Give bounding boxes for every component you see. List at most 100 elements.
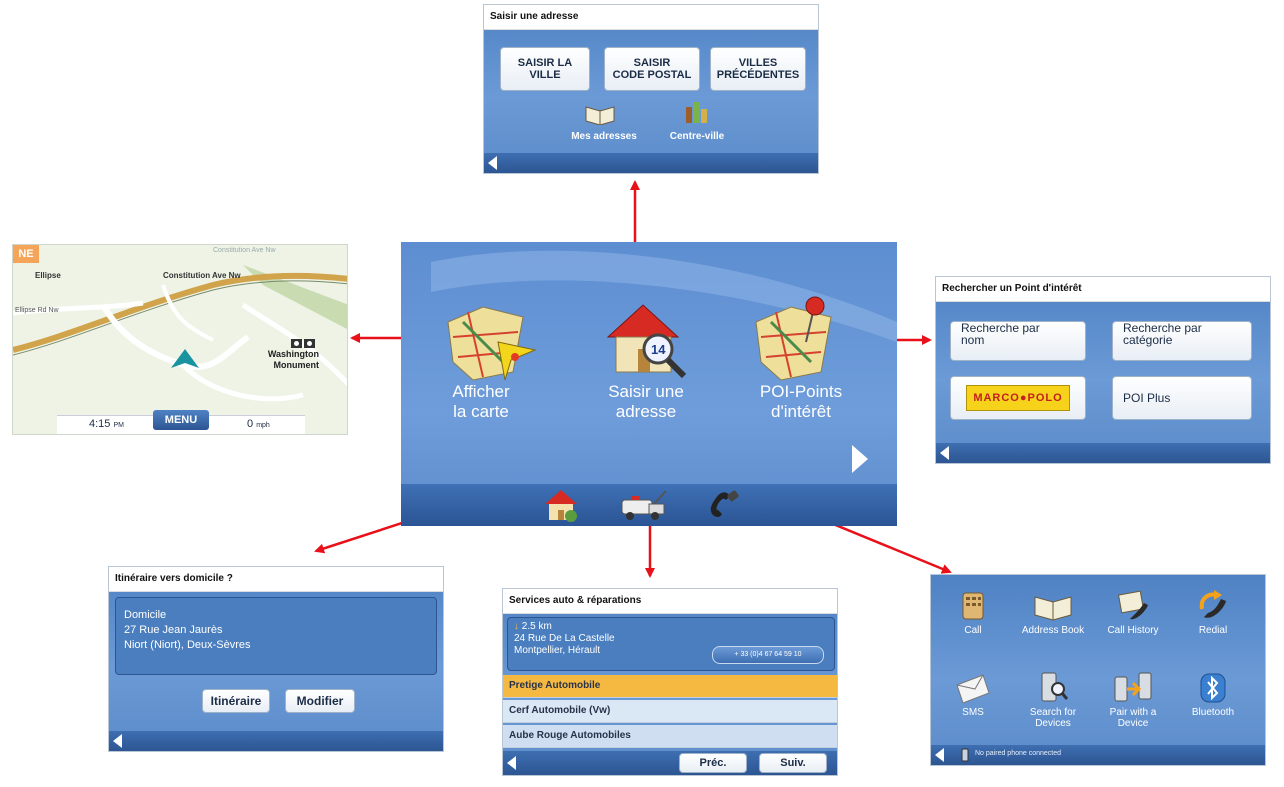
show-map-label: Afficher la carte bbox=[421, 382, 541, 422]
phone-icon[interactable] bbox=[706, 488, 746, 522]
marco-polo-button[interactable]: MARCO●POLO bbox=[950, 376, 1086, 420]
call-label: Call bbox=[936, 625, 1010, 636]
search-by-name-button[interactable]: Recherche par nom bbox=[950, 321, 1086, 361]
home-route-title: Itinéraire vers domicile ? bbox=[109, 567, 443, 592]
search-by-category-button[interactable]: Recherche par catégorie bbox=[1112, 321, 1252, 361]
main-menu-bottom-bar bbox=[401, 484, 897, 526]
map-status-bar: 4:15 PM MENU 0 mph bbox=[57, 410, 305, 434]
enter-address-item[interactable]: 14 Saisir une adresse bbox=[586, 297, 706, 432]
tow-truck-icon[interactable] bbox=[619, 488, 669, 522]
home-street: 27 Rue Jean Jaurès bbox=[124, 624, 223, 636]
back-arrow-icon[interactable] bbox=[113, 734, 122, 748]
call-number-button[interactable]: + 33 (0)4 67 64 59 10 bbox=[712, 646, 824, 664]
address-book-icon[interactable] bbox=[584, 101, 616, 125]
distance-value: 2.5 km bbox=[521, 621, 552, 632]
bluetooth-item[interactable]: Bluetooth bbox=[1176, 671, 1250, 733]
modify-button[interactable]: Modifier bbox=[285, 689, 355, 713]
landmark-label: Washington Monument bbox=[239, 349, 319, 371]
back-arrow-icon[interactable] bbox=[507, 756, 516, 770]
poi-panel: Rechercher un Point d'intérêt Recherche … bbox=[935, 276, 1271, 464]
city-center-link[interactable]: Centre-ville bbox=[669, 131, 725, 142]
previous-cities-button[interactable]: VILLES PRÉCÉDENTES bbox=[710, 47, 806, 91]
poi-item[interactable]: POI-Points d'intérêt bbox=[741, 296, 871, 432]
previous-button[interactable]: Préc. bbox=[679, 753, 747, 773]
address-book-label-line1: Address Book bbox=[1021, 625, 1085, 636]
home-address-box: Domicile 27 Rue Jean Jaurès Niort (Niort… bbox=[115, 597, 437, 675]
landmark-label-line1: Washington bbox=[267, 349, 319, 359]
search-devices-item[interactable]: Search for Devices bbox=[1016, 671, 1090, 733]
landmark-label-line2: Monument bbox=[273, 360, 320, 370]
enter-address-label-line1: Saisir une bbox=[608, 382, 684, 401]
sms-item[interactable]: SMS bbox=[936, 671, 1010, 733]
call-history-label-line1: Call History bbox=[1107, 625, 1159, 636]
call-history-item[interactable]: Call History bbox=[1096, 589, 1170, 649]
route-button[interactable]: Itinéraire bbox=[202, 689, 270, 713]
bluetooth-icon bbox=[1200, 673, 1226, 703]
street-label-ellipse: Ellipse bbox=[35, 271, 61, 280]
map-panel: NE Ellipse Constitution Ave Nw Ellipse R… bbox=[12, 244, 348, 435]
house-search-icon: 14 bbox=[606, 304, 687, 379]
redial-item[interactable]: Redial bbox=[1176, 589, 1250, 649]
envelope-icon bbox=[956, 674, 990, 703]
enter-city-line1: SAISIR LA bbox=[517, 57, 573, 69]
city-center-icon[interactable] bbox=[684, 99, 710, 125]
list-item[interactable]: Aube Rouge Automobiles bbox=[503, 725, 837, 748]
svg-text:14: 14 bbox=[651, 342, 666, 357]
address-book-label: Address Book bbox=[1016, 625, 1090, 636]
back-arrow-icon[interactable] bbox=[488, 156, 497, 170]
enter-postal-code-button[interactable]: SAISIR CODE POSTAL bbox=[604, 47, 700, 91]
redial-icon bbox=[1199, 590, 1226, 618]
pair-device-item[interactable]: Pair with a Device bbox=[1096, 671, 1170, 733]
clock-suffix: PM bbox=[113, 422, 124, 429]
home-city: Niort (Niort), Deux-Sèvres bbox=[124, 639, 251, 651]
search-by-category-line1: Recherche par bbox=[1123, 321, 1202, 335]
call-history-icon bbox=[1118, 590, 1148, 620]
address-panel: Saisir une adresse SAISIR LA VILLE SAISI… bbox=[483, 4, 819, 174]
services-title: Services auto & réparations bbox=[503, 589, 837, 614]
enter-address-label-line2: adresse bbox=[615, 402, 677, 421]
show-map-item[interactable]: Afficher la carte bbox=[431, 297, 551, 432]
address-book-item[interactable]: Address Book bbox=[1016, 589, 1090, 649]
sms-label: SMS bbox=[936, 707, 1010, 718]
compass-heading: NE bbox=[13, 245, 39, 263]
enter-address-label: Saisir une adresse bbox=[586, 382, 706, 422]
search-devices-label-line1: Search for bbox=[1029, 707, 1077, 718]
call-item[interactable]: Call bbox=[936, 589, 1010, 649]
services-bottom-bar: Préc. Suiv. bbox=[503, 751, 837, 775]
poi-plus-button[interactable]: POI Plus bbox=[1112, 376, 1252, 420]
poi-panel-bottom-bar bbox=[936, 443, 1270, 463]
call-label-line1: Call bbox=[964, 625, 982, 636]
poi-label-line2: d'intérêt bbox=[771, 402, 831, 421]
service-street: 24 Rue De La Castelle bbox=[514, 633, 615, 644]
phone-search-icon bbox=[1041, 672, 1068, 702]
enter-city-button[interactable]: SAISIR LA VILLE bbox=[500, 47, 590, 91]
back-arrow-icon[interactable] bbox=[940, 446, 949, 460]
show-map-label-line1: Afficher bbox=[452, 382, 510, 401]
search-by-category-line2: catégorie bbox=[1123, 333, 1173, 347]
back-arrow-icon[interactable] bbox=[935, 748, 944, 762]
phone-status-icon bbox=[961, 748, 969, 762]
map-pointer-icon bbox=[447, 306, 537, 381]
my-addresses-link[interactable]: Mes adresses bbox=[571, 131, 637, 142]
list-item[interactable]: Pretige Automobile bbox=[503, 675, 837, 698]
poi-label: POI-Points d'intérêt bbox=[736, 382, 866, 422]
street-label-constitution: Constitution Ave Nw bbox=[163, 271, 241, 280]
list-item[interactable]: Cerf Automobile (Vw) bbox=[503, 700, 837, 723]
next-button[interactable]: Suiv. bbox=[759, 753, 827, 773]
service-city: Montpellier, Hérault bbox=[514, 645, 601, 656]
bluetooth-label-line1: Bluetooth bbox=[1191, 707, 1235, 718]
redial-label-line1: Redial bbox=[1198, 625, 1228, 636]
pair-device-icon bbox=[1114, 672, 1152, 702]
map-pin-icon bbox=[755, 296, 832, 381]
main-menu-screen: Afficher la carte 14 Saisir une adresse bbox=[401, 242, 897, 526]
home-route-icon[interactable] bbox=[541, 486, 581, 524]
next-arrow-icon[interactable] bbox=[852, 445, 868, 473]
services-selected-box: ↓ 2.5 km 24 Rue De La Castelle Montpelli… bbox=[507, 617, 835, 671]
search-devices-label-line2: Devices bbox=[1035, 718, 1071, 729]
home-label: Domicile bbox=[124, 609, 167, 621]
speed-readout: 0 mph bbox=[247, 418, 270, 430]
call-history-label: Call History bbox=[1096, 625, 1170, 636]
poi-label-line1: POI-Points bbox=[759, 382, 843, 401]
menu-button[interactable]: MENU bbox=[153, 410, 209, 430]
street-label-ellipse-rd: Ellipse Rd Nw bbox=[15, 307, 59, 314]
